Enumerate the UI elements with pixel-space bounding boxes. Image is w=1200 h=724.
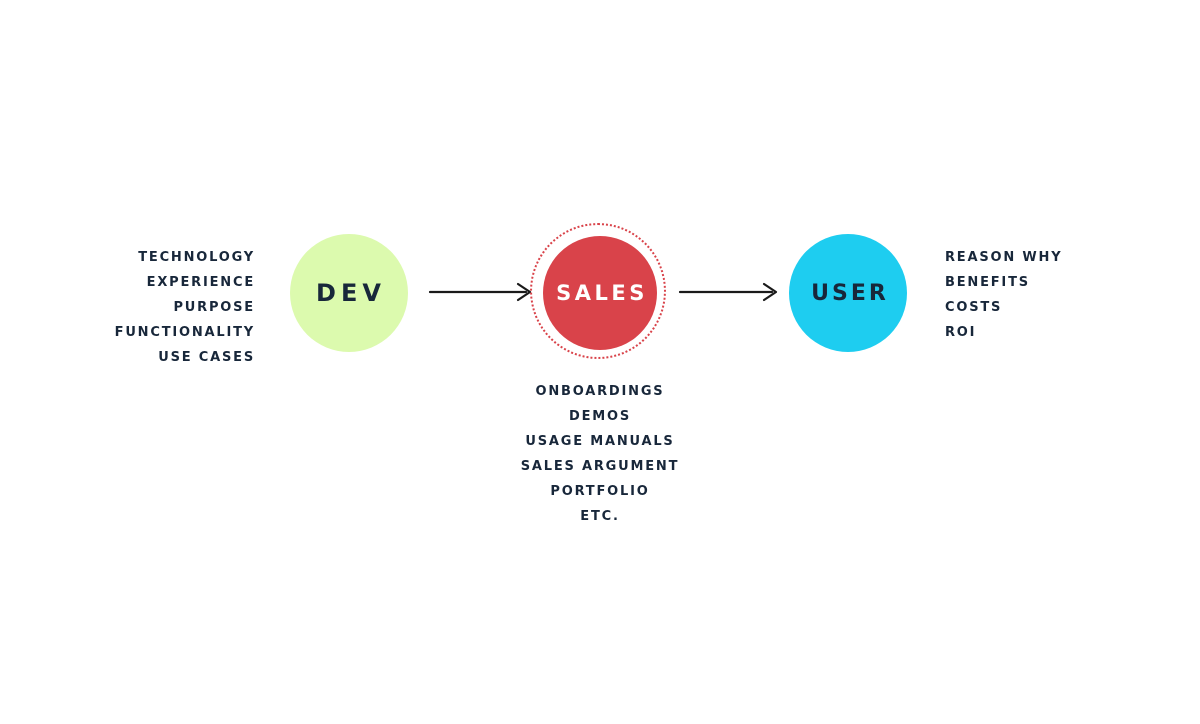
list-item: COSTS (945, 300, 1003, 315)
list-item: USE CASES (158, 350, 255, 365)
list-item: SALES ARGUMENT (520, 459, 680, 474)
list-item: USAGE MANUALS (525, 434, 675, 449)
list-item: PURPOSE (173, 300, 255, 315)
list-item: BENEFITS (945, 275, 1030, 290)
list-item: EXPERIENCE (146, 275, 255, 290)
sales-node-label: SALES (556, 281, 648, 305)
list-item: DEMOS (568, 409, 632, 424)
list-item: TECHNOLOGY (138, 250, 255, 265)
user-concerns-list: REASON WHY BENEFITS COSTS ROI (945, 245, 1145, 345)
list-item: ROI (945, 325, 977, 340)
sales-deliverables-list: ONBOARDINGS DEMOS USAGE MANUALS SALES ARGUM… (450, 379, 750, 529)
sales-node: SALES (543, 236, 657, 350)
user-node-label: USER (811, 280, 889, 306)
list-item: ETC. (580, 509, 620, 524)
arrow-sales-to-user (678, 282, 778, 302)
dev-node-label: DEV (316, 279, 386, 307)
list-item: ONBOARDINGS (535, 384, 665, 399)
dev-attributes-list: TECHNOLOGY EXPERIENCE PURPOSE FUNCTIONALITY… (100, 245, 255, 370)
list-item: REASON WHY (945, 250, 1063, 265)
dev-node: DEV (290, 234, 408, 352)
sales-dotted-ring (530, 223, 666, 359)
list-item: PORTFOLIO (550, 484, 650, 499)
list-item: FUNCTIONALITY (114, 325, 255, 340)
arrow-dev-to-sales (428, 282, 532, 302)
user-node: USER (789, 234, 907, 352)
